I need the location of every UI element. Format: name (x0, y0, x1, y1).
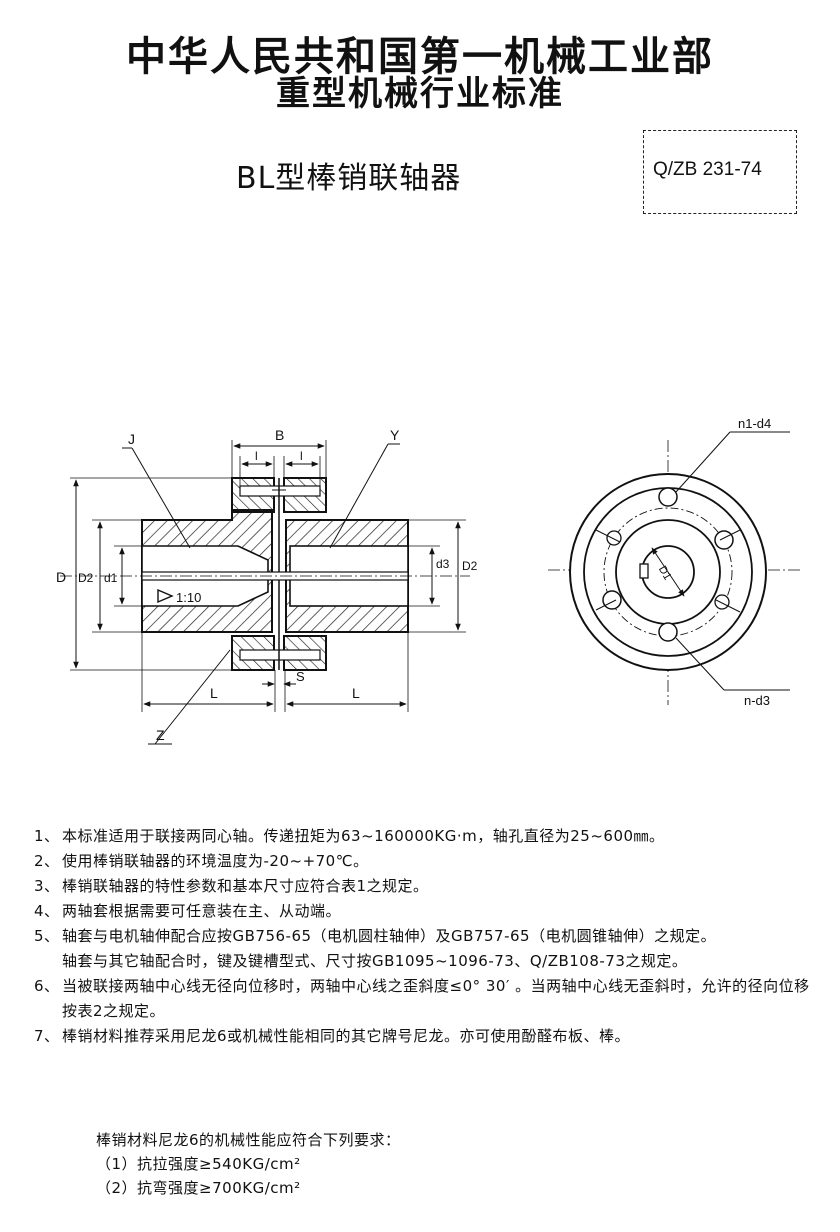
label-J: J (128, 431, 135, 447)
note-text: 当被联接两轴中心线无径向位移时，两轴中心线之歪斜度≤0° 30′ 。当两轴中心线… (62, 977, 810, 1020)
requirement-bending: （2）抗弯强度≥700KG/cm² (96, 1179, 301, 1197)
note-number: 5、 (34, 927, 60, 945)
note-5: 5、 轴套与电机轴伸配合应按GB756-65（电机圆柱轴伸）及GB757-65（… (34, 924, 814, 974)
taper-label: 1:10 (176, 590, 201, 605)
note-6: 6、 当被联接两轴中心线无径向位移时，两轴中心线之歪斜度≤0° 30′ 。当两轴… (34, 974, 814, 1024)
label-Z: Z (156, 727, 165, 743)
note-number: 3、 (34, 877, 60, 895)
pin-hole (658, 622, 678, 642)
standard-code: Q/ZB 231-74 (653, 159, 762, 180)
note-3: 3、 棒销联轴器的特性参数和基本尺寸应符合表1之规定。 (34, 874, 814, 899)
pin-hole (658, 487, 678, 507)
label-n-d3: n-d3 (744, 693, 770, 708)
note-number: 2、 (34, 852, 60, 870)
pin-hole (714, 530, 734, 550)
industry-standard-title: 重型机械行业标准 (276, 74, 564, 114)
dim-L-left: L (210, 685, 218, 701)
pin-hole (714, 594, 730, 610)
material-requirements: 棒销材料尼龙6的机械性能应符合下列要求： （1）抗拉强度≥540KG/cm² （… (96, 1128, 796, 1200)
note-number: 7、 (34, 1027, 60, 1045)
end-view: D1 n1-d4 n-d3 (548, 416, 800, 708)
note-text: 棒销材料推荐采用尼龙6或机械性能相同的其它牌号尼龙。亦可使用酚醛布板、棒。 (62, 1027, 631, 1045)
pin-top (239, 485, 321, 497)
technical-notes: 1、 本标准适用于联接两同心轴。传递扭矩为63~160000KG·m，轴孔直径为… (34, 824, 814, 1049)
note-text: 轴套与电机轴伸配合应按GB756-65（电机圆柱轴伸）及GB757-65（电机圆… (62, 927, 717, 945)
dim-D2-left: D2 (78, 571, 94, 585)
pin-hole (606, 530, 622, 546)
label-n1-d4: n1-d4 (738, 416, 771, 431)
note-1: 1、 本标准适用于联接两同心轴。传递扭矩为63~160000KG·m，轴孔直径为… (34, 824, 814, 849)
dim-d1: d1 (104, 571, 118, 585)
requirements-intro: 棒销材料尼龙6的机械性能应符合下列要求： (96, 1131, 401, 1149)
dim-D2-right: D2 (462, 559, 478, 573)
dim-L-right: L (352, 685, 360, 701)
standard-code-box: Q/ZB 231-74 (643, 130, 797, 214)
department-title: 中华人民共和国第一机械工业部 (126, 34, 714, 80)
pin-hole (602, 590, 622, 610)
note-text: 使用棒销联轴器的环境温度为-20~+70℃。 (62, 852, 369, 870)
dim-D: D (56, 569, 66, 585)
dim-d3: d3 (436, 557, 450, 571)
pin-bottom (239, 649, 321, 661)
requirement-tensile: （1）抗拉强度≥540KG/cm² (96, 1155, 301, 1173)
note-2: 2、 使用棒销联轴器的环境温度为-20~+70℃。 (34, 849, 814, 874)
note-number: 4、 (34, 902, 60, 920)
dim-l-left: l (255, 449, 258, 463)
note-4: 4、 两轴套根据需要可任意装在主、从动端。 (34, 899, 814, 924)
note-text: 棒销联轴器的特性参数和基本尺寸应符合表1之规定。 (62, 877, 429, 895)
dim-B: B (275, 427, 284, 443)
product-name: BL型棒销联轴器 (236, 161, 462, 196)
note-text: 本标准适用于联接两同心轴。传递扭矩为63~160000KG·m，轴孔直径为25~… (62, 827, 665, 845)
label-Y: Y (390, 427, 400, 443)
section-view: 1:10 D D2 d1 d3 D2 B (56, 427, 478, 745)
dim-l-right: l (300, 449, 303, 463)
note-number: 6、 (34, 977, 60, 995)
note-text: 两轴套根据需要可任意装在主、从动端。 (62, 902, 342, 920)
coupling-drawing: 1:10 D D2 d1 d3 D2 B (56, 416, 800, 745)
note-continuation: 轴套与其它轴配合时，键及键槽型式、尺寸按GB1095~1096-73、Q/ZB1… (62, 952, 688, 970)
note-number: 1、 (34, 827, 60, 845)
dim-S: S (296, 669, 305, 684)
note-7: 7、 棒销材料推荐采用尼龙6或机械性能相同的其它牌号尼龙。亦可使用酚醛布板、棒。 (34, 1024, 814, 1049)
